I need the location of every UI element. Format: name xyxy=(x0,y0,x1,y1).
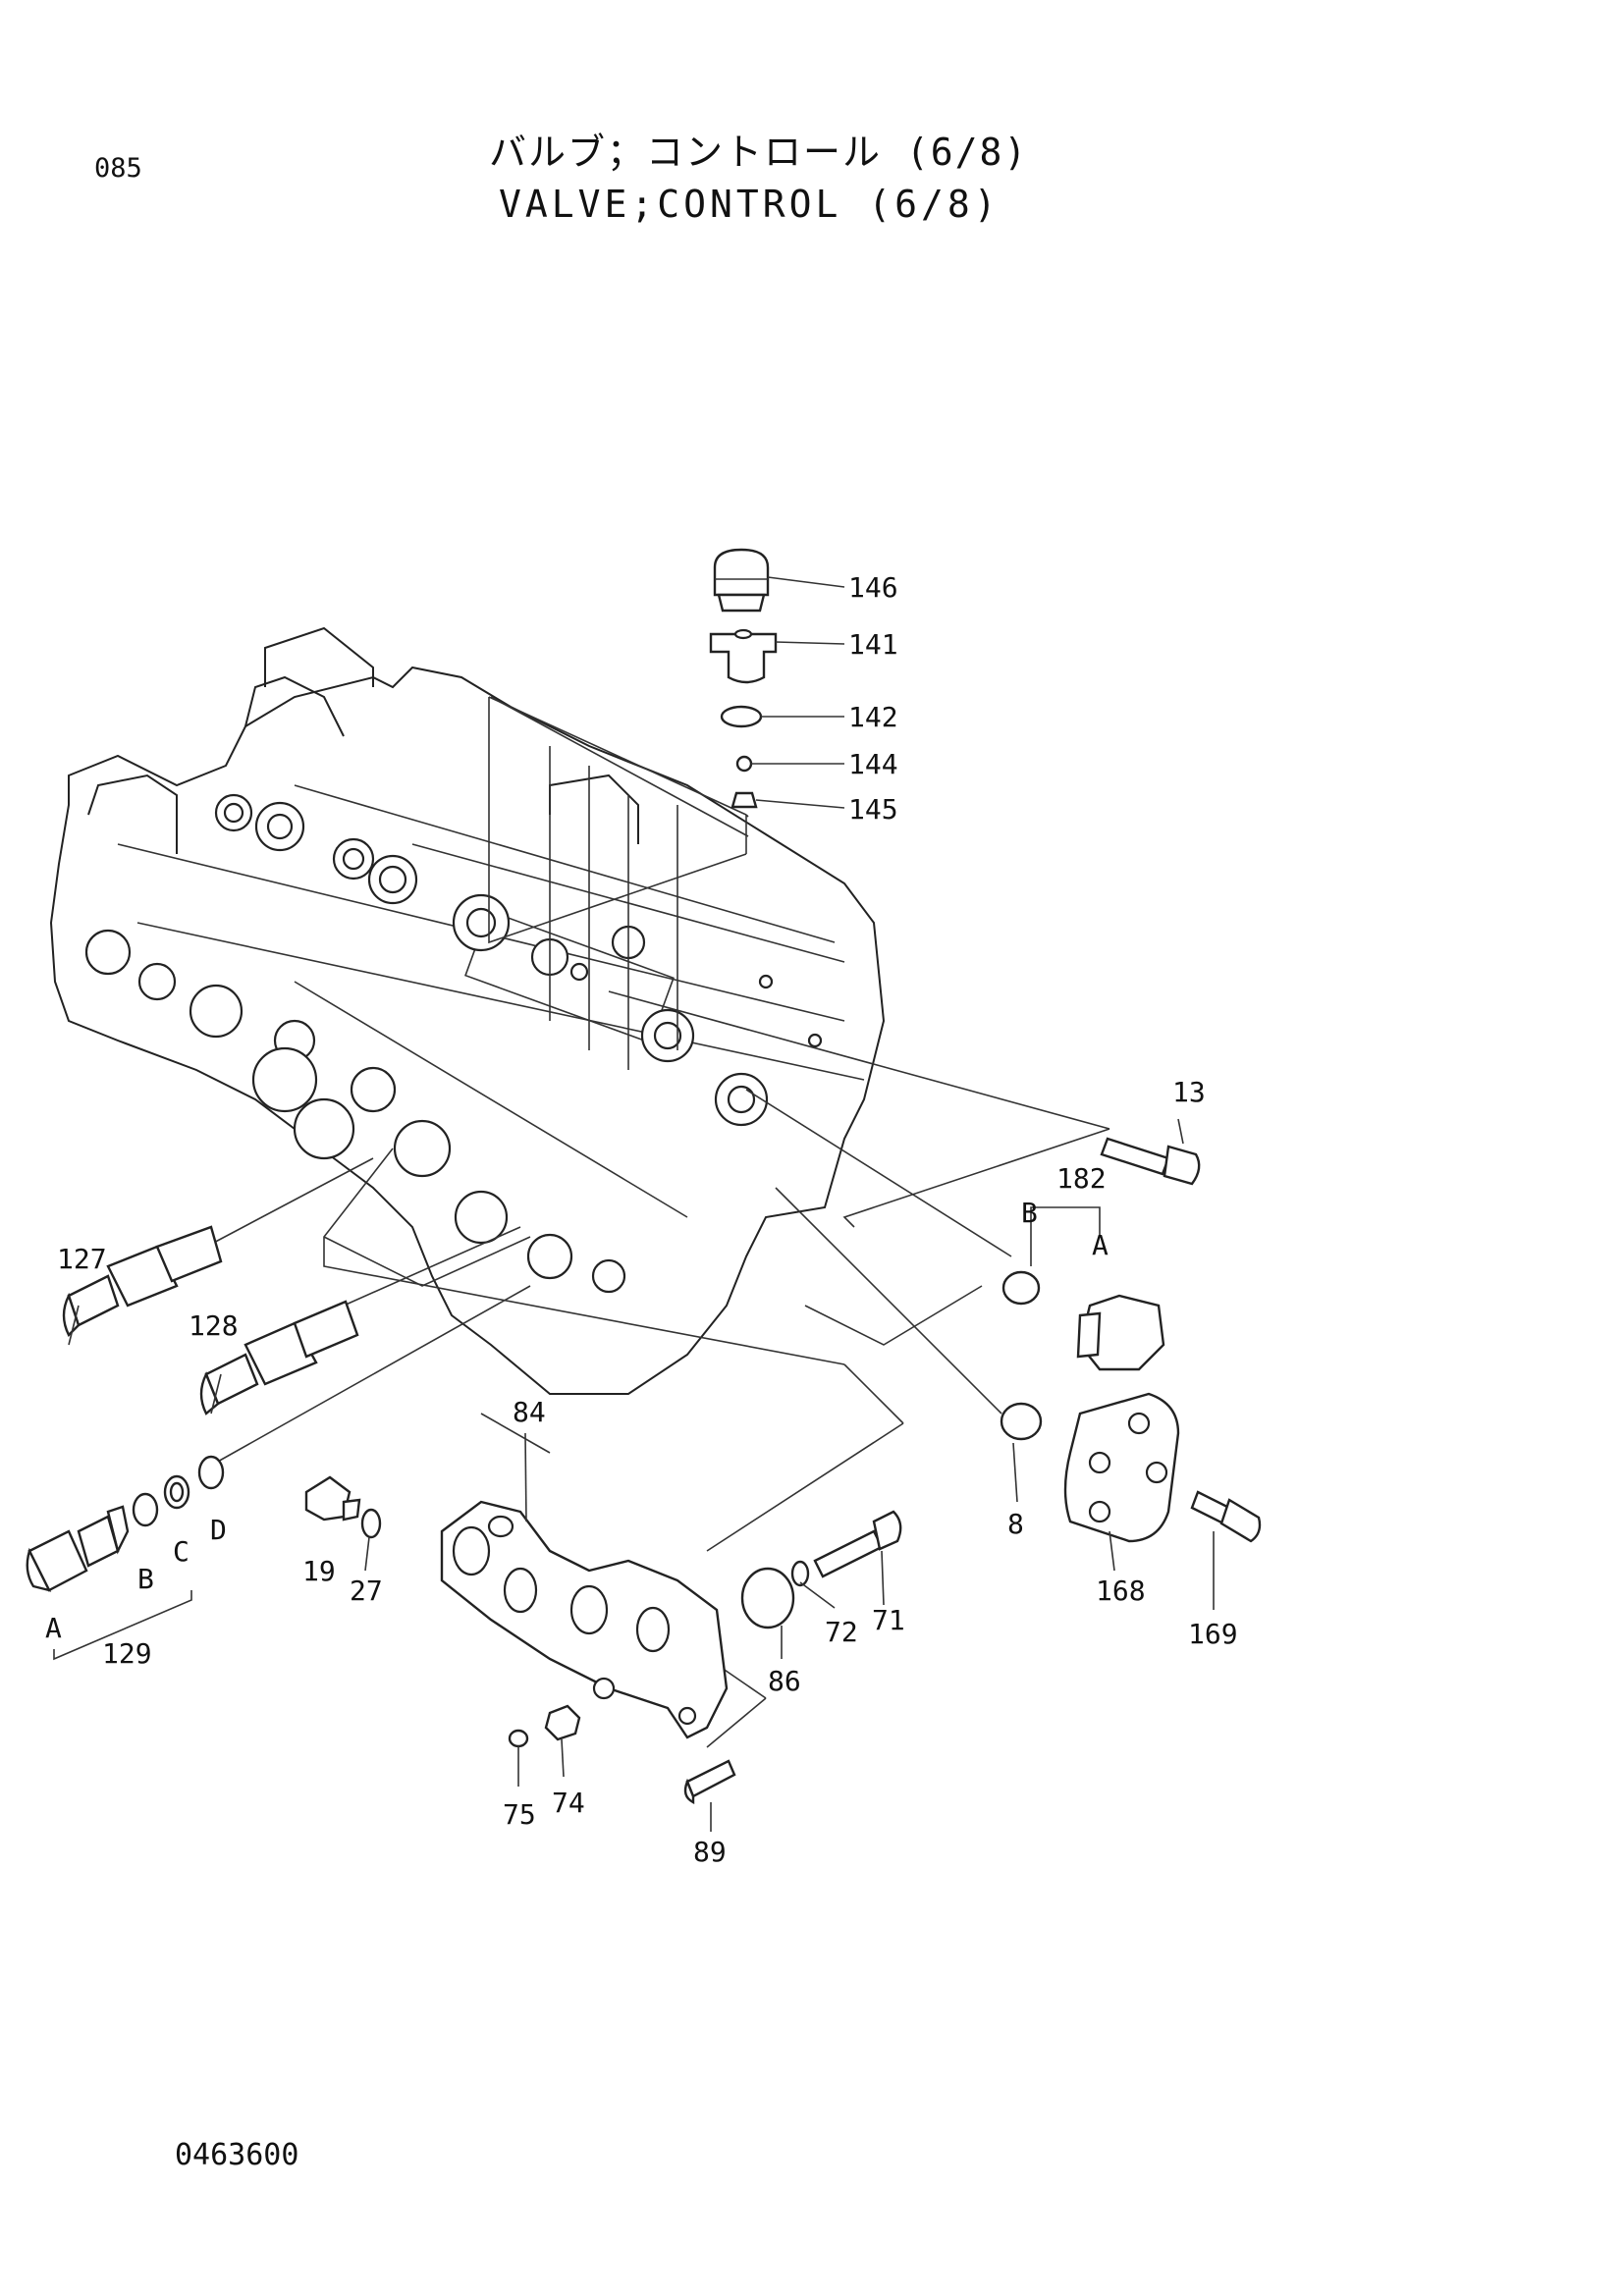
bolt-89 xyxy=(683,1759,736,1804)
callout-182-b: B xyxy=(1021,1197,1038,1229)
drawing-number: 0463600 xyxy=(175,2138,299,2172)
o-ring-86 xyxy=(740,1567,795,1629)
callout-27: 27 xyxy=(350,1575,383,1607)
callout-128: 128 xyxy=(189,1309,239,1342)
callout-89: 89 xyxy=(693,1836,727,1868)
nut-74 xyxy=(544,1704,581,1741)
callout-84: 84 xyxy=(513,1396,546,1428)
callout-71: 71 xyxy=(872,1604,905,1636)
plug-19 xyxy=(304,1475,361,1522)
bolt-71 xyxy=(813,1510,902,1578)
callout-145: 145 xyxy=(848,793,898,826)
bolt-169 xyxy=(1190,1490,1262,1543)
callout-leaders xyxy=(68,576,1215,1832)
callout-8: 8 xyxy=(1007,1508,1024,1540)
page-title: VALVE;CONTROL (6/8) xyxy=(499,183,1001,226)
callout-142: 142 xyxy=(848,701,898,733)
callout-86: 86 xyxy=(768,1665,801,1697)
bracket-129 xyxy=(53,1590,192,1661)
callout-129-c: C xyxy=(173,1535,189,1568)
flange-168 xyxy=(1063,1392,1180,1543)
plug-146 xyxy=(713,548,770,613)
callout-129: 129 xyxy=(102,1637,152,1670)
callout-13: 13 xyxy=(1172,1076,1206,1108)
plug-182 xyxy=(1001,1270,1165,1371)
callout-74: 74 xyxy=(552,1787,585,1819)
valve-seat-141 xyxy=(709,628,778,684)
o-ring-27 xyxy=(360,1508,382,1539)
callout-129-d: D xyxy=(210,1514,227,1546)
relief-valve-129 xyxy=(26,1455,225,1592)
callout-146: 146 xyxy=(848,571,898,604)
callout-169: 169 xyxy=(1188,1618,1238,1650)
callout-127: 127 xyxy=(57,1243,107,1275)
washer-75 xyxy=(508,1729,529,1748)
callout-168: 168 xyxy=(1096,1575,1146,1607)
ring-72 xyxy=(790,1560,810,1587)
callout-182: 182 xyxy=(1056,1162,1107,1195)
callout-144: 144 xyxy=(848,748,898,780)
page-title-japanese: バルブ；コントロール (6/8) xyxy=(489,131,1029,174)
side-block-84 xyxy=(440,1500,729,1739)
callout-labels: 146 141 142 144 145 13 182 B A 127 128 8… xyxy=(45,571,1238,1868)
o-ring-142 xyxy=(720,705,763,728)
spring-seat-145 xyxy=(730,791,758,809)
callout-75: 75 xyxy=(503,1798,536,1831)
page-code: 085 xyxy=(94,153,142,184)
callout-141: 141 xyxy=(848,628,898,661)
callout-129-a: A xyxy=(45,1612,62,1644)
bolt-13 xyxy=(1100,1137,1201,1186)
ball-144 xyxy=(735,755,753,773)
callout-129-b: B xyxy=(137,1563,154,1595)
callout-182-a: A xyxy=(1092,1229,1109,1261)
o-ring-8 xyxy=(1000,1402,1043,1441)
callout-19: 19 xyxy=(302,1555,336,1587)
callout-72: 72 xyxy=(825,1616,858,1648)
relief-valve-127 xyxy=(62,1225,223,1338)
